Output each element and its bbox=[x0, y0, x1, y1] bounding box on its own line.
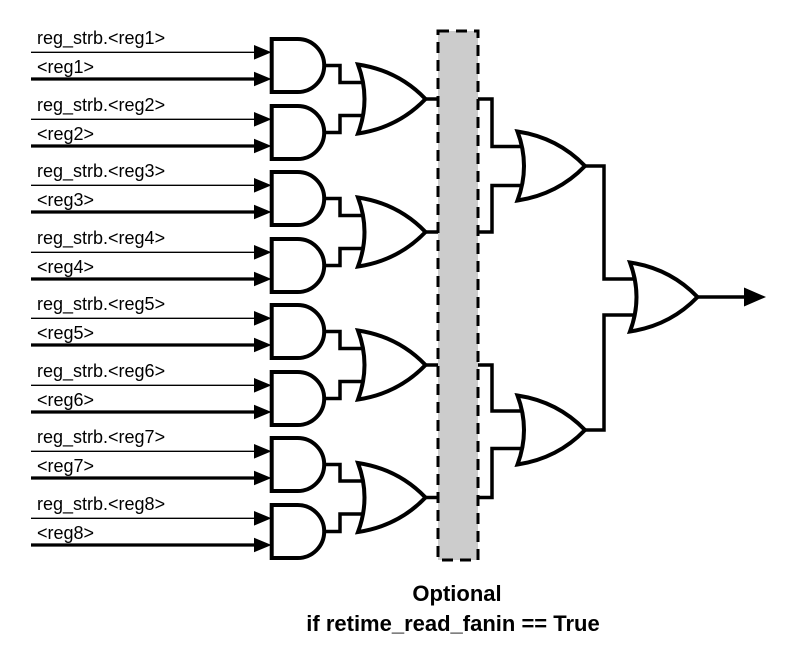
value-label: <reg8> bbox=[37, 523, 94, 543]
or-gate-stage2-4 bbox=[356, 461, 428, 534]
and-gate-7 bbox=[269, 436, 327, 493]
wire bbox=[323, 113, 368, 135]
and-gate-4 bbox=[269, 237, 327, 294]
strobe-label: reg_strb.<reg7> bbox=[37, 427, 165, 448]
output-arrowhead-icon bbox=[744, 287, 766, 307]
and-gate-5 bbox=[269, 303, 327, 360]
input-row-6: reg_strb.<reg6> <reg6> bbox=[31, 361, 272, 420]
wire-arrowhead-icon bbox=[254, 337, 272, 353]
wire-arrowhead-icon bbox=[254, 537, 272, 553]
input-row-5: reg_strb.<reg5> <reg5> bbox=[31, 294, 272, 353]
and-gate-8 bbox=[269, 503, 327, 560]
wire-arrowhead-icon bbox=[254, 71, 272, 87]
final-output bbox=[697, 287, 766, 307]
value-label: <reg7> bbox=[37, 456, 94, 476]
wire-arrowhead-icon bbox=[254, 444, 272, 459]
or-gate-stage2-2 bbox=[356, 195, 428, 269]
value-label: <reg6> bbox=[37, 390, 94, 410]
wire bbox=[323, 196, 368, 218]
or-gate-stage3-lower bbox=[515, 393, 587, 467]
wire-arrowhead-icon bbox=[254, 470, 272, 486]
wire-arrowhead-icon bbox=[254, 45, 272, 60]
input-row-8: reg_strb.<reg8> <reg8> bbox=[31, 494, 272, 553]
caption-line2: if retime_read_fanin == True bbox=[306, 611, 599, 636]
optional-retime-box bbox=[436, 29, 480, 562]
input-row-7: reg_strb.<reg7> <reg7> bbox=[31, 427, 272, 486]
wire-arrowhead-icon bbox=[254, 178, 272, 193]
wire bbox=[323, 246, 368, 268]
strobe-label: reg_strb.<reg5> bbox=[37, 294, 165, 315]
value-label: <reg2> bbox=[37, 124, 94, 144]
wire-arrowhead-icon bbox=[254, 138, 272, 154]
input-row-4: reg_strb.<reg4> <reg4> bbox=[31, 228, 272, 287]
wire bbox=[478, 97, 528, 149]
wire-arrowhead-icon bbox=[254, 511, 272, 526]
wire-arrowhead-icon bbox=[254, 245, 272, 260]
strobe-label: reg_strb.<reg6> bbox=[37, 361, 165, 382]
wire-arrowhead-icon bbox=[254, 271, 272, 287]
and-gate-2 bbox=[269, 104, 327, 161]
or-gate-stage2-1 bbox=[356, 62, 428, 136]
and-gate-1 bbox=[269, 37, 327, 94]
strobe-label: reg_strb.<reg3> bbox=[37, 161, 165, 182]
wire-arrowhead-icon bbox=[254, 204, 272, 220]
stage2-input-wires bbox=[323, 63, 440, 534]
and-gate-3 bbox=[269, 170, 327, 227]
wire bbox=[323, 379, 368, 401]
input-row-3: reg_strb.<reg3> <reg3> bbox=[31, 161, 272, 220]
or-gate-final bbox=[628, 260, 700, 334]
value-label: <reg1> bbox=[37, 57, 94, 77]
wire bbox=[323, 63, 368, 85]
and-gate-6 bbox=[269, 370, 327, 427]
input-row-2: reg_strb.<reg2> <reg2> bbox=[31, 95, 272, 154]
strobe-label: reg_strb.<reg2> bbox=[37, 95, 165, 116]
wire bbox=[323, 329, 368, 351]
value-label: <reg5> bbox=[37, 323, 94, 343]
value-label: <reg4> bbox=[37, 257, 94, 277]
wire bbox=[478, 363, 528, 413]
or-gate-stage2-3 bbox=[356, 328, 428, 402]
wire bbox=[478, 446, 528, 500]
wire-arrowhead-icon bbox=[254, 311, 272, 326]
wire-arrowhead-icon bbox=[254, 112, 272, 127]
strobe-label: reg_strb.<reg1> bbox=[37, 28, 165, 49]
wire bbox=[323, 462, 368, 483]
wire-arrowhead-icon bbox=[254, 378, 272, 393]
wire bbox=[585, 313, 640, 432]
strobe-label: reg_strb.<reg4> bbox=[37, 228, 165, 249]
input-row-1: reg_strb.<reg1> <reg1> bbox=[31, 28, 272, 87]
caption-line1: Optional bbox=[412, 581, 501, 606]
wire bbox=[323, 512, 368, 534]
wire-arrowhead-icon bbox=[254, 404, 272, 420]
strobe-label: reg_strb.<reg8> bbox=[37, 494, 165, 515]
wire bbox=[585, 164, 640, 281]
stage3-input-wires bbox=[478, 97, 640, 500]
wire bbox=[478, 183, 528, 234]
value-label: <reg3> bbox=[37, 190, 94, 210]
or-gate-stage3-upper bbox=[515, 129, 587, 203]
